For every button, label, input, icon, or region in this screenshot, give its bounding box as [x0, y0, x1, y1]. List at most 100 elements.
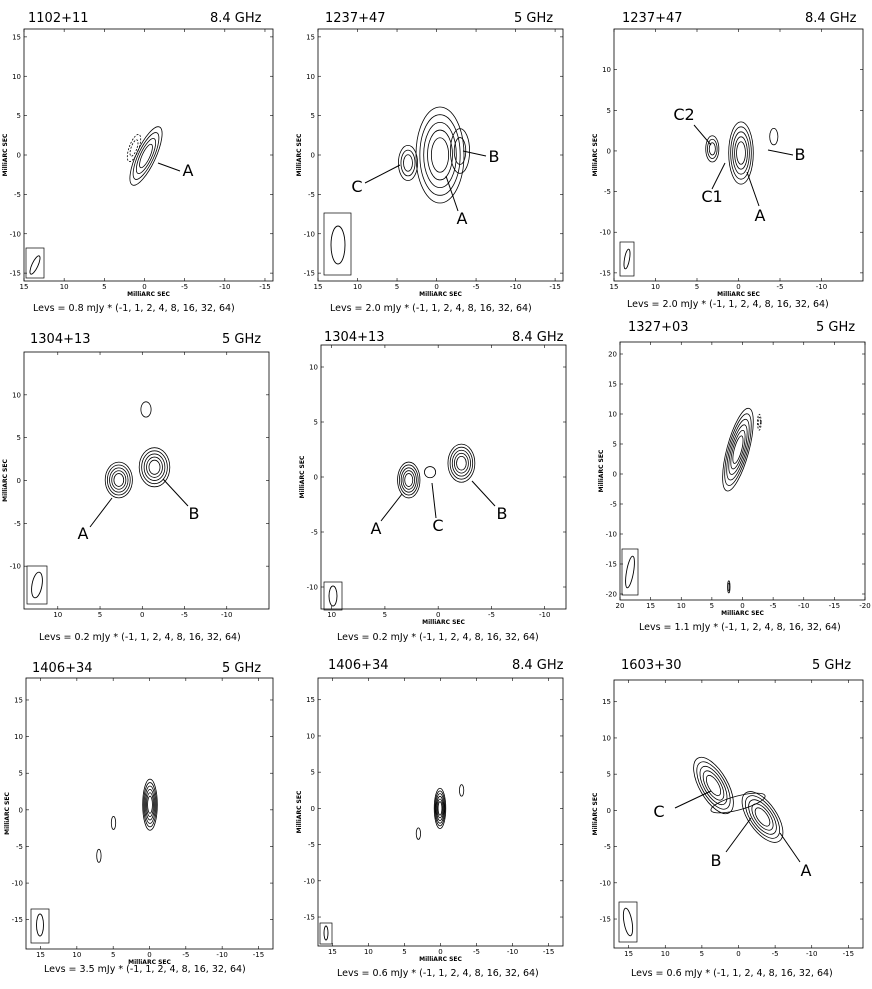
- component-leader-line: [162, 478, 189, 507]
- contour-level: [447, 443, 476, 483]
- contour-level: [430, 137, 450, 173]
- x-tick-label: -10: [539, 611, 550, 619]
- x-tick-label: 15: [610, 283, 619, 291]
- x-tick-label: -15: [253, 951, 264, 959]
- y-axis-title: MilliARC SEC: [296, 790, 303, 833]
- source-contours: [459, 784, 465, 797]
- contour-level: [734, 136, 748, 170]
- x-tick-label: -10: [219, 283, 230, 291]
- source-contours: [757, 413, 762, 431]
- y-tick-label: -15: [600, 916, 611, 924]
- y-tick-label: 0: [607, 807, 611, 815]
- contour-level: [146, 456, 163, 478]
- component-label: C: [653, 802, 664, 821]
- x-tick-label: 10: [327, 611, 336, 619]
- y-tick-label: -10: [10, 563, 21, 571]
- component-leader-line: [674, 790, 712, 809]
- component-leader-line: [364, 164, 401, 184]
- x-tick-label: 5: [695, 283, 699, 291]
- frequency-label: 8.4 GHz: [512, 330, 564, 345]
- x-axis-title: MilliARC SEC: [419, 291, 462, 298]
- y-tick-label: 15: [14, 696, 23, 704]
- x-tick-label: -10: [798, 602, 809, 610]
- y-tick-label: -5: [604, 843, 611, 851]
- contour-level: [143, 782, 157, 828]
- beam-ellipse: [31, 571, 43, 599]
- contour-level: [110, 815, 117, 830]
- beam-ellipse: [29, 255, 41, 275]
- contour-level: [142, 778, 158, 831]
- y-tick-label: 10: [602, 66, 611, 74]
- contour-level: [705, 774, 722, 797]
- contour-level: [146, 792, 154, 818]
- x-tick-label: -10: [806, 950, 817, 958]
- y-tick-label: -15: [304, 270, 315, 278]
- y-tick-label: -20: [606, 591, 617, 599]
- y-tick-label: 15: [602, 698, 611, 706]
- y-axis-title: MilliARC SEC: [2, 459, 9, 502]
- y-axis-title: MilliARC SEC: [4, 792, 11, 835]
- x-tick-label: 10: [53, 611, 62, 619]
- y-tick-label: 10: [306, 73, 315, 81]
- y-tick-label: 0: [314, 474, 318, 482]
- contour-level: [705, 135, 720, 163]
- component-leader-line: [767, 149, 794, 156]
- x-tick-label: 15: [314, 283, 323, 291]
- y-tick-label: -15: [606, 561, 617, 569]
- component-leader-line: [779, 832, 801, 863]
- y-tick-label: -5: [604, 188, 611, 196]
- x-tick-label: -5: [488, 611, 495, 619]
- y-tick-label: -5: [14, 191, 21, 199]
- y-tick-label: 0: [17, 477, 21, 485]
- source-contours: [138, 447, 171, 488]
- x-tick-label: 0: [142, 283, 146, 291]
- contour-level: [449, 446, 474, 480]
- x-tick-label: -15: [259, 283, 270, 291]
- x-axis-title: MilliARC SEC: [128, 959, 171, 966]
- y-tick-label: 5: [607, 107, 611, 115]
- x-tick-label: 10: [364, 948, 373, 956]
- y-axis-title: MilliARC SEC: [592, 133, 599, 176]
- x-tick-label: -10: [507, 948, 518, 956]
- y-tick-label: 0: [613, 471, 617, 479]
- contour-levels-note: Levs = 0.6 mJy * (-1, 1, 2, 4, 8, 16, 32…: [337, 968, 539, 979]
- contour-level: [708, 142, 716, 156]
- x-tick-label: 5: [102, 283, 106, 291]
- x-tick-label: -5: [182, 951, 189, 959]
- y-tick-label: 5: [17, 112, 21, 120]
- contour-level: [454, 452, 469, 474]
- component-leader-line: [380, 493, 403, 522]
- y-tick-label: 10: [12, 391, 21, 399]
- frequency-label: 5 GHz: [812, 658, 851, 673]
- x-tick-label: 5: [395, 283, 399, 291]
- y-tick-label: -5: [311, 529, 318, 537]
- beam-box: [25, 247, 45, 279]
- beam-ellipse: [622, 907, 634, 937]
- contour-level: [732, 131, 750, 175]
- contour-level: [404, 473, 414, 487]
- contour-level: [415, 827, 421, 840]
- component-label: A: [755, 206, 766, 225]
- y-tick-label: -15: [304, 914, 315, 922]
- contour-level: [143, 453, 166, 481]
- source-contours: [126, 133, 142, 163]
- x-tick-label: -10: [221, 611, 232, 619]
- source-contours: [415, 827, 421, 840]
- contour-level: [707, 138, 718, 159]
- x-tick-label: -15: [843, 950, 854, 958]
- beam-box: [323, 581, 343, 611]
- y-tick-label: -10: [606, 531, 617, 539]
- contour-level: [96, 848, 102, 863]
- source-contours: [710, 792, 766, 814]
- x-tick-label: 20: [616, 602, 625, 610]
- x-tick-label: 0: [736, 950, 740, 958]
- contour-level: [699, 765, 728, 806]
- x-tick-label: -15: [543, 948, 554, 956]
- x-tick-label: 5: [98, 611, 102, 619]
- beam-box: [323, 212, 352, 276]
- x-tick-label: 10: [651, 283, 660, 291]
- beam-box: [26, 565, 48, 605]
- contour-levels-note: Levs = 1.1 mJy * (-1, 1, 2, 4, 8, 16, 32…: [639, 622, 841, 633]
- x-axis-title: MilliARC SEC: [127, 291, 170, 298]
- contour-level: [129, 126, 163, 186]
